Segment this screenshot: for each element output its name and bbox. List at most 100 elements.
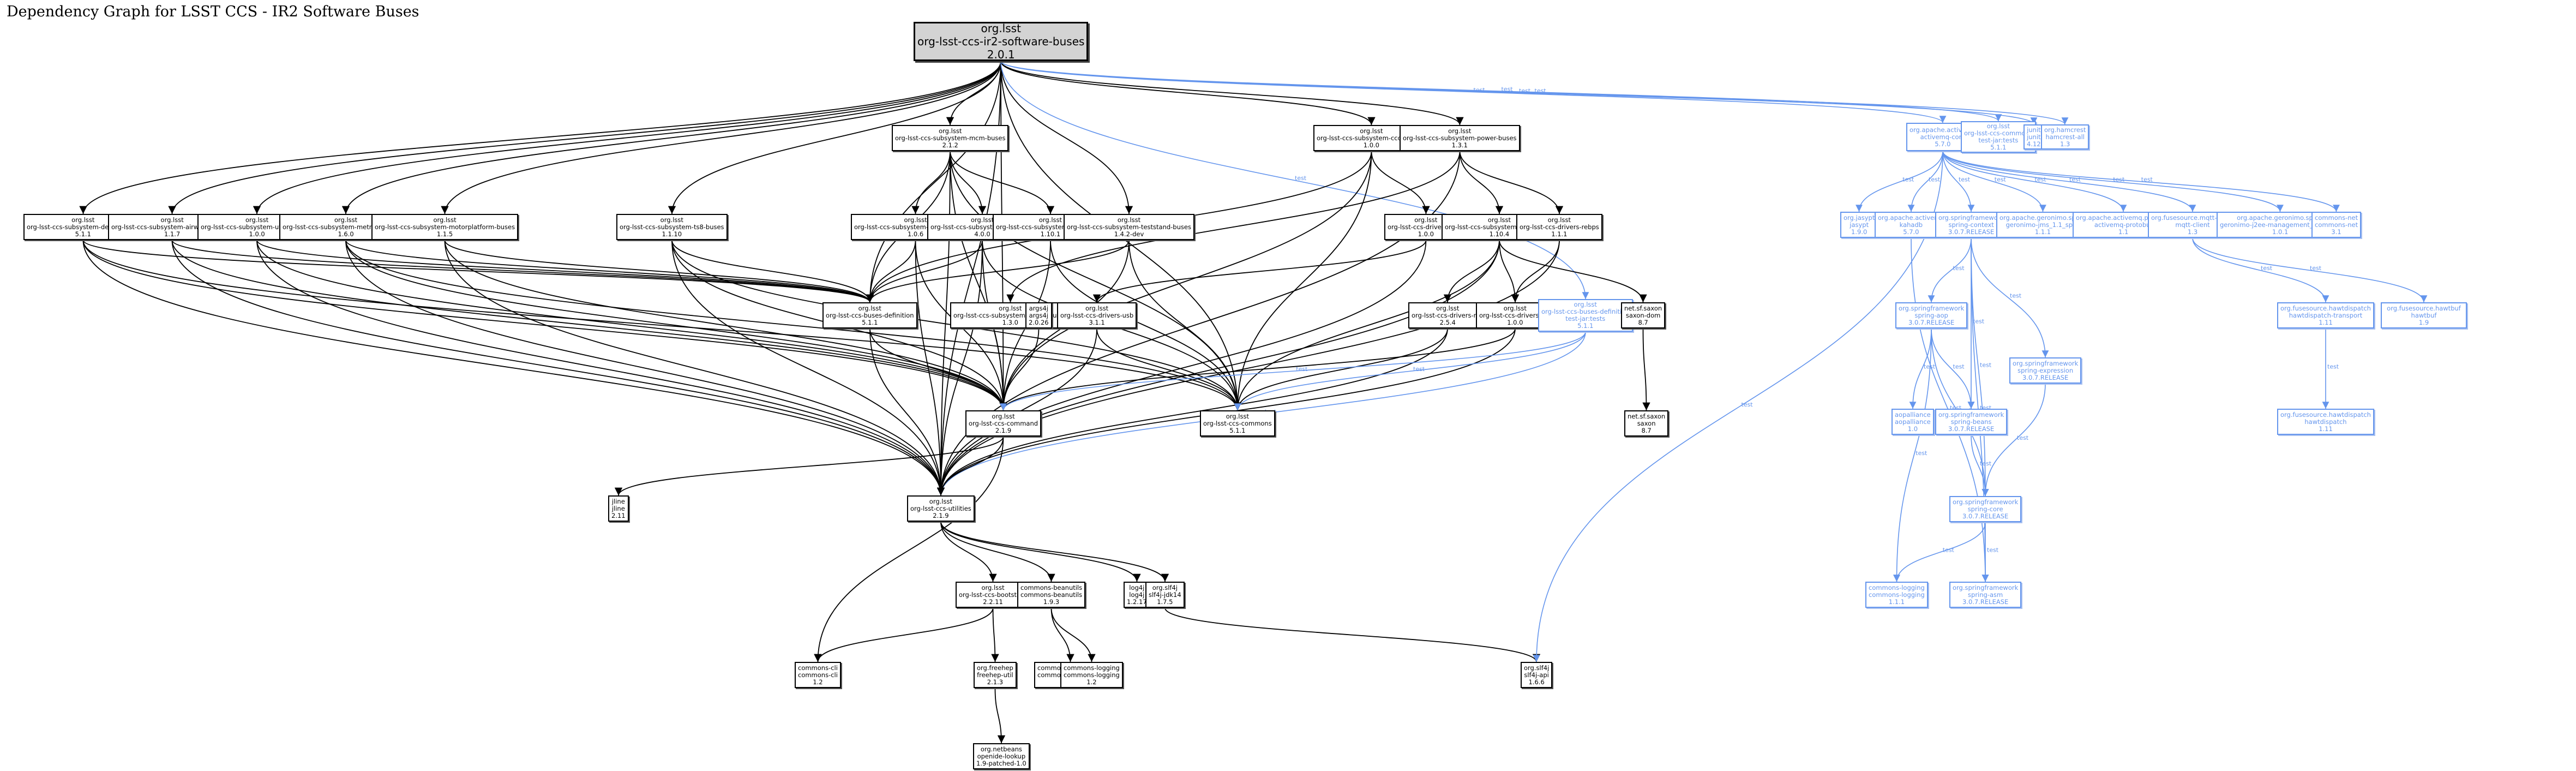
edge-definition-to-utilities [869,328,945,496]
node-group: org.lsst [334,216,358,224]
edge-bootstrap-to-cli [814,607,994,662]
node-version: 2.2.11 [983,597,1003,606]
edge-demo-to-definition [82,240,874,303]
node-version: 1.0 [1907,425,1918,433]
edge-airwatch-to-utilities [171,240,945,496]
edge-driversccob-to-utilities [936,240,1427,496]
node-artifact: jline [611,504,625,512]
node-artifact: aopalliance [1895,417,1931,426]
edge-teststand-to-commons [1128,240,1242,411]
edge-springaop-to-springbeans [1931,328,1975,409]
node-artifact: geronimo-j2ee-management_1.1_spec [2220,220,2341,229]
edge-teststand-to-definition [866,240,1130,303]
edge-command-to-jline [614,436,1004,496]
edge-root-to-motorplatform [441,61,1001,214]
edge-root-to-power131 [1000,61,1464,125]
node-version: 3.0.7.RELEASE [1948,228,1995,236]
edge-root-to-commonstests [1000,61,2002,122]
node-version: 1.3.1 [1451,141,1468,149]
node-group: commons-beanutils [1020,583,1083,591]
node-group: net.sf.saxon [1624,304,1662,312]
edge-label-test: test [1502,86,1514,93]
edge-amqcore-to-commonsnet [1942,151,2340,212]
edge-slf4jjdk-to-slf4japi [1164,607,1541,662]
node-version: 2.1.9 [995,426,1012,434]
node-group: org.apache.activemq.protobuf [2076,213,2171,222]
node-artifact: org-lsst-ccs-subsystem-motorplatform-bus… [375,223,515,231]
edge-label-test: test [1916,450,1928,457]
edge-label-test: test [1973,318,1985,325]
node-version: 1.2 [1086,678,1097,686]
edge-springcore-to-logging111 [1893,522,1986,582]
node-version: 5.7.0 [1903,228,1919,236]
node-version: 5.1.1 [1577,322,1594,330]
node-group: org.jasypt [1844,213,1875,222]
edge-bootstrap-to-freehep [991,607,999,662]
edge-motorplatform-to-command [444,240,1007,411]
edge-doorman-to-utilities [915,240,945,496]
node-artifact: org-lsst-ccs-commons [1203,419,1272,427]
node-artifact: slf4j-jdk14 [1149,590,1181,599]
node-artifact: spring-expression [2017,366,2074,374]
node-artifact: hamcrest-all [2045,133,2085,141]
node-group: net.sf.saxon [1628,412,1666,420]
edge-beanutils-to-collections [1050,607,1074,662]
edge-motorplatform-to-utilities [444,240,945,496]
edge-root-to-definition [866,61,1001,303]
edge-doorman-to-definition [866,240,916,303]
node-artifact: activemq-protobuf [2094,220,2153,229]
node-artifact: activemq-core [1920,133,1966,141]
node-version: 8.7 [1638,318,1648,326]
node-group: org.freehep [977,664,1013,672]
edge-args4j-to-command [999,328,1040,411]
edge-deftests-to-command [1000,331,1586,411]
edge-ts8-to-definition [671,240,874,303]
node-group: org.lsst [1226,412,1249,420]
edge-utility-to-command [256,240,1007,411]
node-group: org.lsst [1503,304,1527,312]
